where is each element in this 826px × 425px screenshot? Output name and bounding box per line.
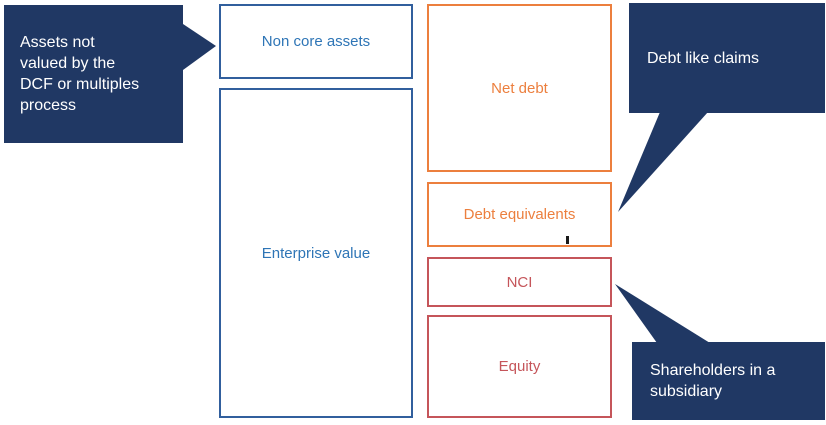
net-debt-label: Net debt: [491, 79, 548, 97]
shareholders-callout-tail: [615, 284, 710, 343]
debt-like-claims-text: Debt like claims: [647, 49, 760, 67]
shareholders-callout: Shareholders in a subsidiary: [632, 342, 825, 420]
assets-callout: Assets not valued by the DCF or multiple…: [4, 5, 183, 143]
nci-label: NCI: [506, 273, 533, 291]
non-core-assets-box: Non core assets: [219, 4, 413, 79]
debt-equivalents-box: Debt equivalents: [427, 182, 612, 247]
enterprise-value-label: Enterprise value: [261, 244, 371, 262]
debt-like-claims-callout: Debt like claims: [629, 3, 825, 113]
assets-callout-arrow: [183, 24, 216, 70]
shareholders-callout-text: Shareholders in a subsidiary: [650, 362, 776, 400]
enterprise-value-box: Enterprise value: [219, 88, 413, 418]
net-debt-box: Net debt: [427, 4, 612, 172]
stray-cursor-tick: [566, 236, 569, 244]
debt-like-claims-callout-tail: [618, 112, 708, 212]
non-core-assets-label: Non core assets: [261, 33, 371, 50]
equity-label: Equity: [498, 358, 541, 375]
debt-equivalents-label: Debt equivalents: [463, 206, 576, 223]
nci-box: NCI: [427, 257, 612, 307]
assets-callout-text: Assets not valued by the DCF or multiple…: [20, 34, 140, 114]
equity-box: Equity: [427, 315, 612, 418]
